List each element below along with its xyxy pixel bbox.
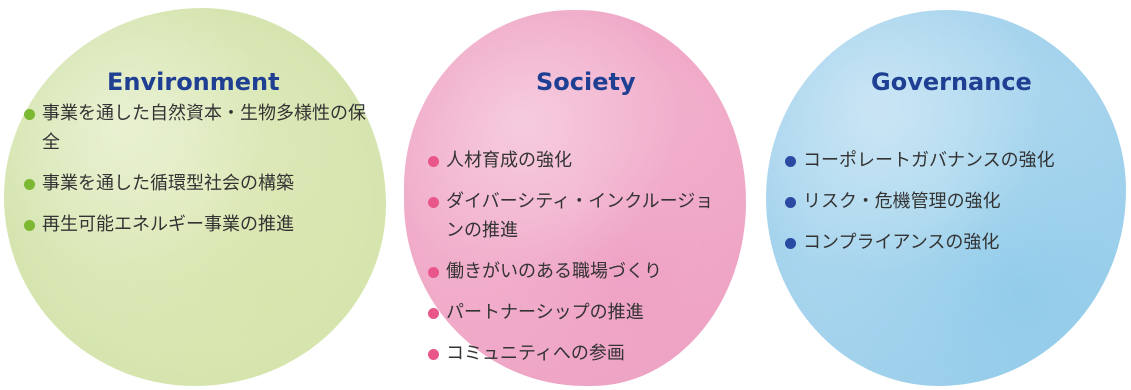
- environment-list: 事業を通した自然資本・生物多様性の保全 事業を通した循環型社会の構築 再生可能エ…: [24, 99, 379, 251]
- pink-bullet-icon: [428, 267, 439, 278]
- governance-title: Governance: [871, 68, 1032, 96]
- society-item-label: ダイバーシティ・インクルージョンの推進: [446, 191, 714, 241]
- society-item-label: 働きがいのある職場づくり: [446, 261, 662, 282]
- pink-bullet-icon: [428, 308, 439, 319]
- environment-item: 再生可能エネルギー事業の推進: [24, 210, 379, 239]
- pink-bullet-icon: [428, 197, 439, 208]
- governance-item-label: リスク・危機管理の強化: [803, 191, 1001, 212]
- society-item: 人材育成の強化: [428, 146, 728, 175]
- environment-item-label: 事業を通した自然資本・生物多様性の保全: [42, 103, 366, 153]
- society-title: Society: [536, 68, 636, 96]
- governance-item-label: コーポレートガバナンスの強化: [803, 150, 1055, 171]
- blue-bullet-icon: [785, 156, 796, 167]
- environment-title: Environment: [107, 68, 280, 96]
- blue-bullet-icon: [785, 197, 796, 208]
- society-item-label: コミュニティへの参画: [446, 343, 625, 364]
- green-bullet-icon: [24, 220, 35, 231]
- governance-item: コンプライアンスの強化: [785, 228, 1125, 257]
- society-item: パートナーシップの推進: [428, 298, 728, 327]
- society-list: 人材育成の強化 ダイバーシティ・インクルージョンの推進 働きがいのある職場づくり…: [428, 146, 728, 380]
- society-item-label: パートナーシップの推進: [446, 302, 644, 323]
- society-item: 働きがいのある職場づくり: [428, 257, 728, 286]
- governance-list: コーポレートガバナンスの強化 リスク・危機管理の強化 コンプライアンスの強化: [785, 146, 1125, 269]
- blue-bullet-icon: [785, 238, 796, 249]
- governance-item: リスク・危機管理の強化: [785, 187, 1125, 216]
- society-item: ダイバーシティ・インクルージョンの推進: [428, 187, 728, 245]
- society-circle: [404, 10, 746, 386]
- green-bullet-icon: [24, 179, 35, 190]
- governance-circle: [766, 10, 1126, 386]
- society-item-label: 人材育成の強化: [446, 150, 572, 171]
- society-item: コミュニティへの参画: [428, 339, 728, 368]
- green-bullet-icon: [24, 109, 35, 120]
- environment-item: 事業を通した自然資本・生物多様性の保全: [24, 99, 379, 157]
- governance-item-label: コンプライアンスの強化: [803, 232, 1000, 253]
- environment-item-label: 再生可能エネルギー事業の推進: [42, 214, 294, 235]
- environment-circle: [4, 8, 386, 386]
- governance-item: コーポレートガバナンスの強化: [785, 146, 1125, 175]
- environment-item: 事業を通した循環型社会の構築: [24, 169, 379, 198]
- pink-bullet-icon: [428, 349, 439, 360]
- environment-item-label: 事業を通した循環型社会の構築: [42, 173, 294, 194]
- pink-bullet-icon: [428, 156, 439, 167]
